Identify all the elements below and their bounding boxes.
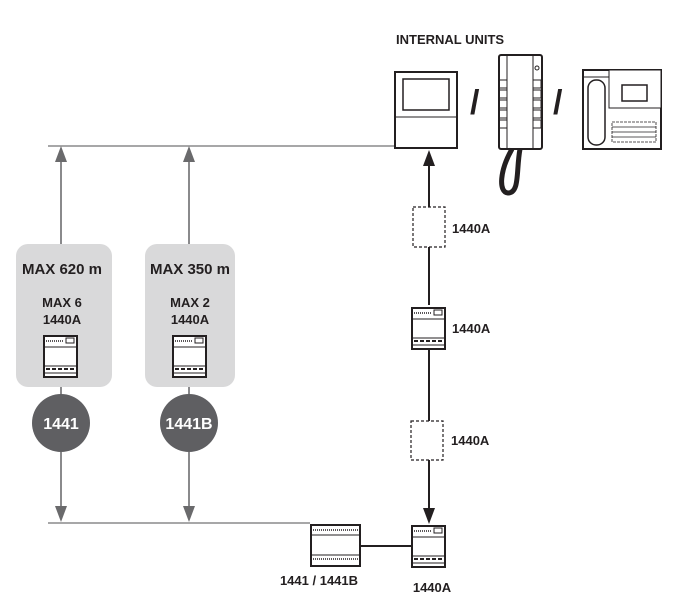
internal-units-title: INTERNAL UNITS [396, 32, 504, 47]
power-supply-module-icon [310, 524, 361, 567]
arrow-up-icon [183, 146, 195, 162]
desk-videophone-icon [582, 69, 662, 150]
arrow-down-icon [55, 506, 67, 522]
module-1440a-icon [43, 335, 78, 378]
node-label-1441b: 1441B [165, 416, 212, 433]
branch-2-distance: MAX 350 m [150, 261, 230, 278]
optional-module-placeholder [410, 420, 444, 461]
branch-1-distance: MAX 620 m [22, 261, 102, 278]
node-circle-1441b [160, 394, 218, 452]
arrow-down-icon [423, 508, 435, 524]
branch-2-model: 1440A [171, 312, 210, 327]
amplifier-label: 1440A [413, 580, 452, 595]
branch-1-max-count: MAX 6 [42, 295, 82, 310]
separator-2: / [553, 84, 563, 122]
node-label-1441: 1441 [43, 416, 79, 433]
riser-label-2: 1440A [452, 321, 491, 336]
arrow-up-icon [55, 146, 67, 162]
module-1440a-icon [411, 307, 446, 350]
module-1440a-icon [411, 525, 446, 568]
video-monitor-icon [394, 71, 458, 149]
node-circle-1441 [32, 394, 90, 452]
optional-module-placeholder [412, 206, 446, 248]
branch-2-max-count: MAX 2 [170, 295, 210, 310]
branch-2-lines [183, 146, 195, 522]
riser-line [423, 150, 435, 524]
branch-1-model: 1440A [43, 312, 82, 327]
separator-1: / [470, 84, 480, 122]
handset-interphone-icon [498, 54, 543, 196]
riser-label-3: 1440A [451, 433, 490, 448]
branch-1-lines [55, 146, 67, 522]
power-supply-label: 1441 / 1441B [280, 573, 358, 588]
arrow-up-icon [423, 150, 435, 166]
arrow-down-icon [183, 506, 195, 522]
module-1440a-icon [172, 335, 207, 378]
riser-label-1: 1440A [452, 221, 491, 236]
